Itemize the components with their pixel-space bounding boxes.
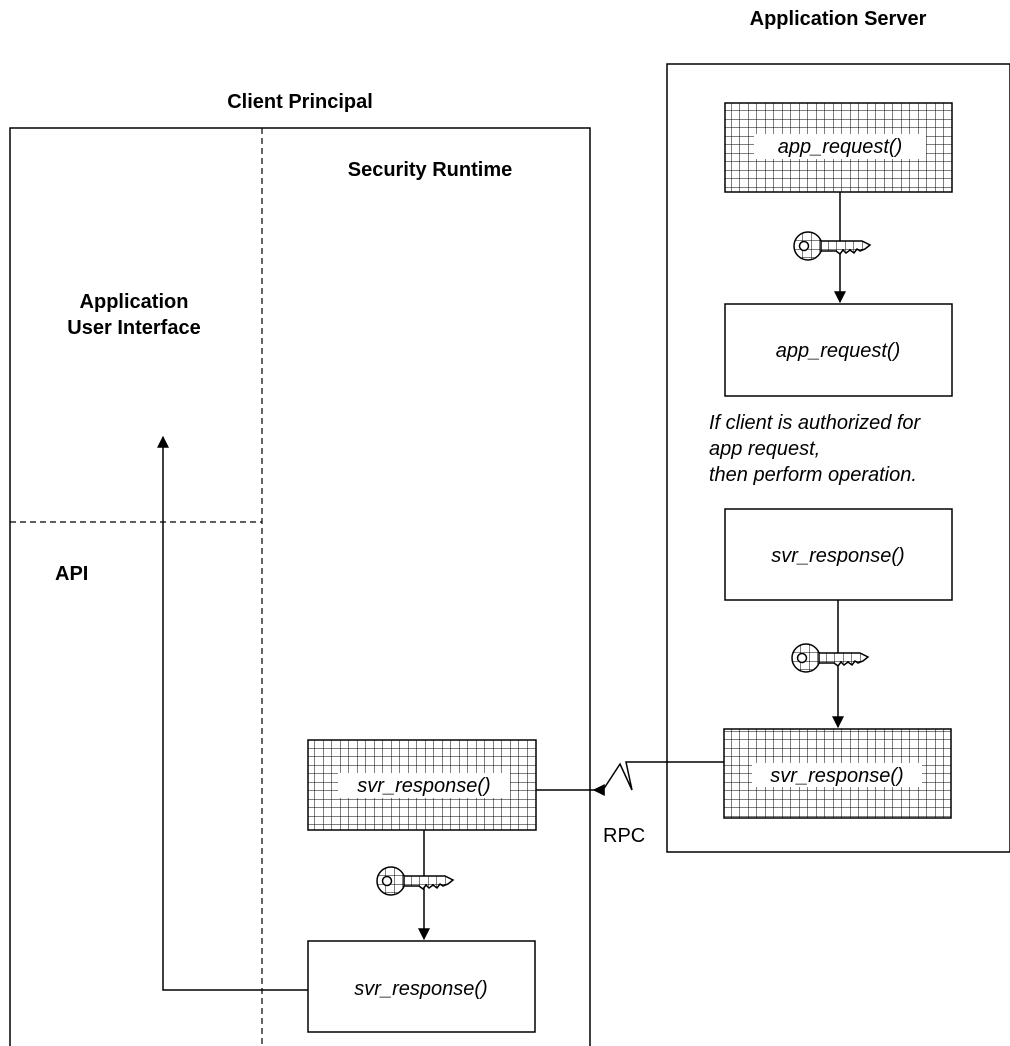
decrypted-request-box <box>724 303 953 397</box>
security-runtime-label: Security Runtime <box>348 159 512 181</box>
encrypted-response-label-server: svr_response() <box>770 765 903 787</box>
key-icon <box>793 231 871 261</box>
client-principal-box <box>9 127 591 1046</box>
key-icon <box>791 643 869 673</box>
authorization-note-line-2: app request, <box>709 438 820 460</box>
decrypted-response-box <box>307 940 536 1033</box>
decrypted-request-label: app_request() <box>776 340 901 362</box>
response-to-ui-arrow <box>157 435 308 991</box>
application-server-box <box>666 63 1010 853</box>
ui-label-line-2: User Interface <box>67 317 200 339</box>
api-label: API <box>55 563 88 585</box>
client-principal-title: Client Principal <box>227 91 373 113</box>
application-server-title: Application Server <box>750 8 927 30</box>
key-icon <box>376 866 454 896</box>
response-label: svr_response() <box>771 545 904 567</box>
authorization-note-line-3: then perform operation. <box>709 464 917 486</box>
authorization-note-line-1: If client is authorized for <box>709 412 922 434</box>
encrypted-request-label: app_request() <box>778 136 903 158</box>
response-box <box>724 508 953 601</box>
encrypted-response-label-client: svr_response() <box>357 775 490 797</box>
decrypted-response-label: svr_response() <box>354 978 487 1000</box>
ui-label-line-1: Application <box>80 291 189 313</box>
rpc-label: RPC <box>603 825 645 847</box>
rpc-connection-arrow <box>536 761 724 791</box>
